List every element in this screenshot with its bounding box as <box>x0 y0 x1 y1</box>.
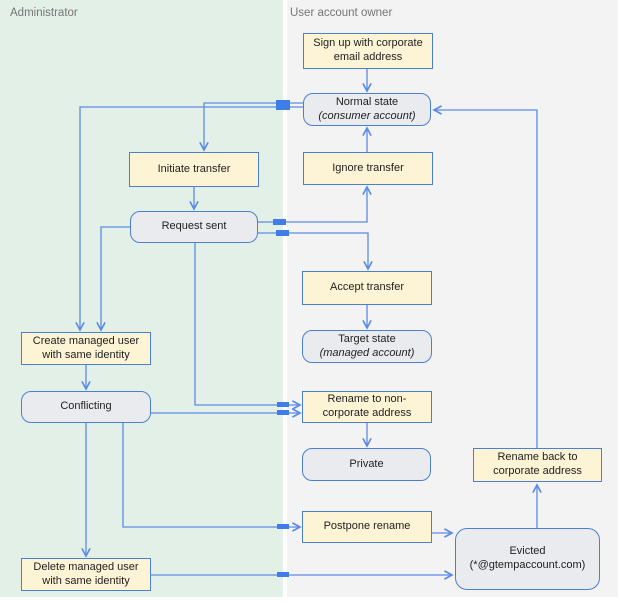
node-signup: Sign up with corporate email address <box>303 33 433 69</box>
node-private: Private <box>302 448 431 481</box>
node-conflicting: Conflicting <box>21 391 151 423</box>
lane-boundary-marker <box>276 100 290 110</box>
node-label: Create managed user with same identity <box>32 334 140 361</box>
node-label: Initiate transfer <box>157 162 231 175</box>
edge-normal-initiate <box>199 102 303 152</box>
lane-boundary-marker <box>277 410 289 415</box>
node-label: Postpone rename <box>323 520 411 533</box>
lane-boundary-marker <box>277 402 289 407</box>
lane-boundary-marker <box>277 572 289 577</box>
node-delete-managed-user: Delete managed user with same identity <box>21 558 151 591</box>
node-label: Normal state <box>335 95 399 108</box>
node-label: Rename back to corporate address <box>493 451 582 477</box>
node-create-managed-user: Create managed user with same identity <box>21 332 151 365</box>
edge-rename-back-normal <box>432 105 538 448</box>
lane-boundary-marker <box>276 230 289 236</box>
node-sublabel: (*@gtempaccount.com) <box>469 559 586 571</box>
edge-request-rename-non <box>194 243 302 410</box>
lane-boundary-marker <box>277 524 289 529</box>
edge-conflicting-postpone <box>122 423 302 532</box>
node-label: Target state <box>338 332 396 345</box>
node-label: Delete managed user with same identity <box>33 560 139 587</box>
node-evicted: Evicted (*@gtempaccount.com) <box>455 528 600 590</box>
node-sublabel: (managed account) <box>319 346 415 359</box>
node-accept-transfer: Accept transfer <box>302 271 432 305</box>
node-rename-to-non-corporate: Rename to non-corporate address <box>302 391 432 423</box>
node-request-sent: Request sent <box>130 211 258 243</box>
node-sublabel: (consumer account) <box>318 109 416 122</box>
node-postpone-rename: Postpone rename <box>302 511 432 543</box>
lane-administrator: Administrator <box>0 0 283 597</box>
node-rename-back: Rename back to corporate address <box>473 448 602 482</box>
edge-request-accept <box>258 232 373 271</box>
node-target-state: Target state (managed account) <box>302 330 432 363</box>
lane-administrator-title: Administrator <box>10 7 78 19</box>
node-label: Sign up with corporate email address <box>313 37 423 63</box>
lane-boundary-marker <box>273 219 286 225</box>
node-label: Rename to non-corporate address <box>322 393 412 419</box>
node-label: Request sent <box>161 220 227 233</box>
edge-request-create <box>96 226 130 332</box>
node-initiate-transfer: Initiate transfer <box>129 152 259 187</box>
edge-request-ignore <box>258 185 372 223</box>
node-label: Conflicting <box>60 400 112 413</box>
node-normal-state: Normal state (consumer account) <box>303 93 431 126</box>
node-ignore-transfer: Ignore transfer <box>303 152 433 185</box>
node-label: Private <box>349 457 384 470</box>
lane-user-title: User account owner <box>290 7 393 19</box>
edge-normal-create <box>75 106 303 332</box>
node-label: Evicted <box>509 545 546 558</box>
node-label: Accept transfer <box>330 281 404 294</box>
node-label: Ignore transfer <box>332 161 404 174</box>
